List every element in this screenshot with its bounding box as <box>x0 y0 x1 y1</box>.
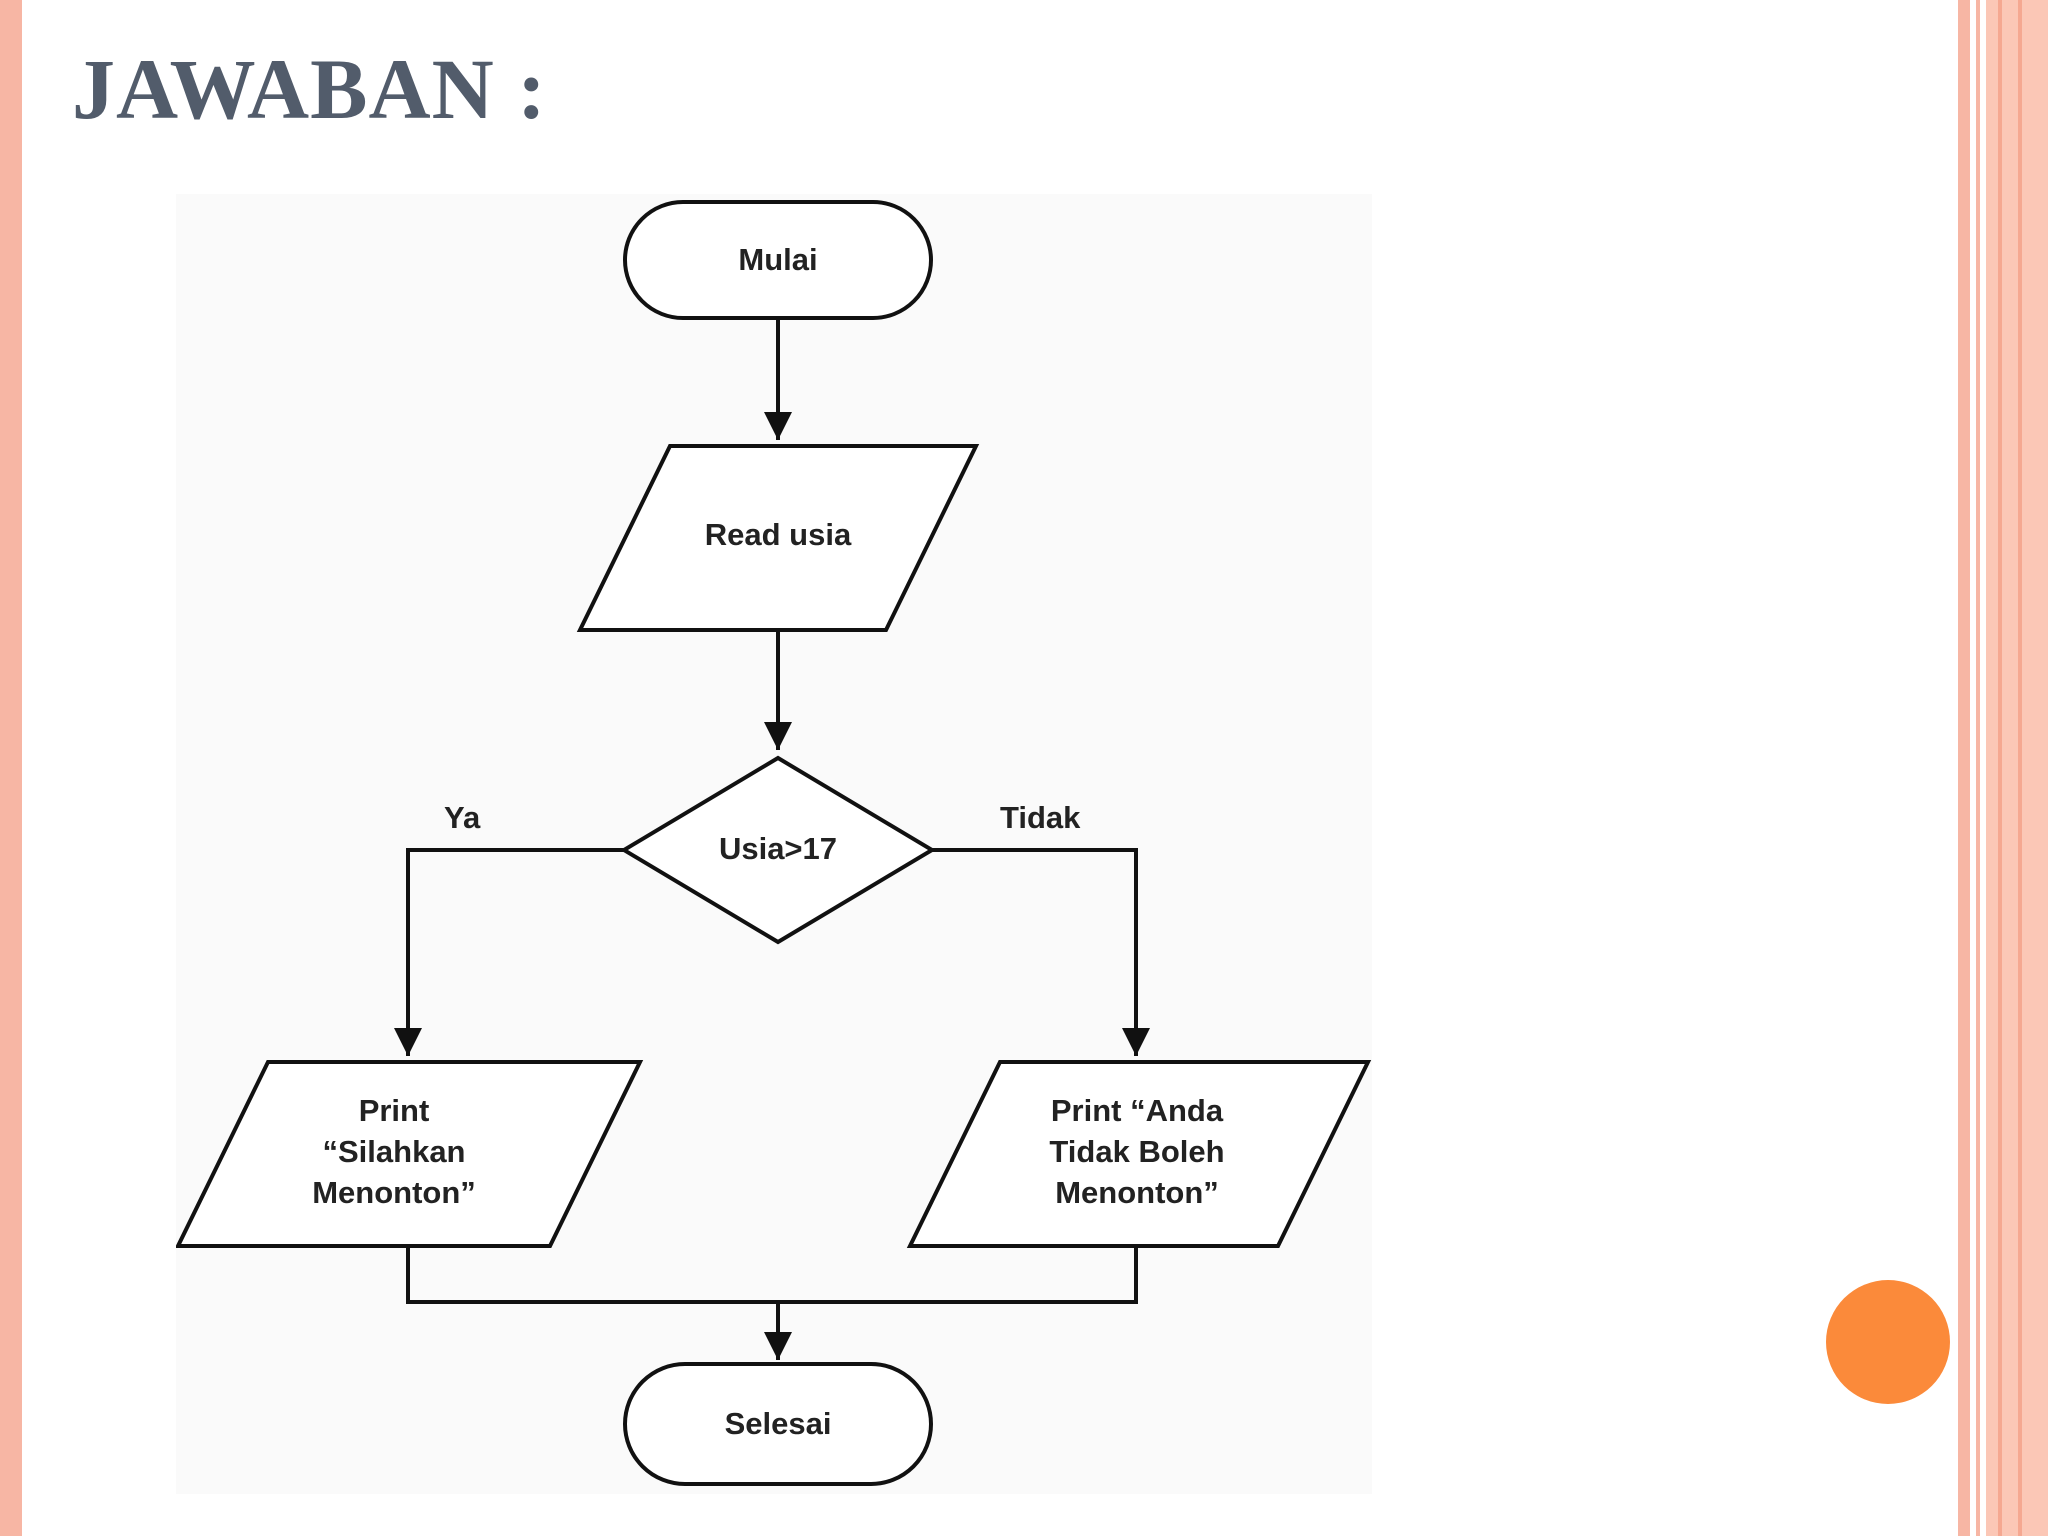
slide-border-right-stripe <box>1976 0 1980 1536</box>
input-parallelogram-shape <box>576 444 980 632</box>
decision-label: Usia>17 <box>718 831 838 866</box>
accent-circle <box>1826 1280 1950 1404</box>
slide-border-right-stripe <box>1998 0 2002 1536</box>
start-label: Mulai <box>738 242 818 277</box>
end-label: Selesai <box>724 1406 832 1441</box>
input-label: Read usia <box>704 517 852 552</box>
end-terminator-shape <box>623 1362 933 1486</box>
edge-decision-to-yes <box>394 848 624 1056</box>
yes-branch-label: Ya <box>444 800 481 835</box>
slide-border-right-stripe <box>1958 0 1970 1536</box>
decision-diamond-shape <box>620 755 936 945</box>
flowchart-diagram: Mulai Read usia Usia>17 Print “Silahkan … <box>176 194 1372 1494</box>
edge-yes-to-merge <box>406 1246 778 1304</box>
output-yes-parallelogram-shape <box>176 1060 644 1248</box>
slide-border-right-band <box>1986 0 2048 1536</box>
slide-border-right-stripe <box>2018 0 2022 1536</box>
edge-decision-to-no <box>932 848 1150 1056</box>
slide-border-left <box>0 0 22 1536</box>
edge-no-to-merge <box>778 1246 1138 1304</box>
no-branch-label: Tidak <box>1000 800 1081 835</box>
output-no-label: Print “Anda Tidak Boleh Menonton” <box>1049 1093 1225 1210</box>
output-no-parallelogram-shape <box>906 1060 1372 1248</box>
flowchart-canvas <box>176 200 1372 1486</box>
slide-title: JAWABAN : <box>72 41 547 137</box>
output-yes-label: Print “Silahkan Menonton” <box>312 1093 476 1210</box>
